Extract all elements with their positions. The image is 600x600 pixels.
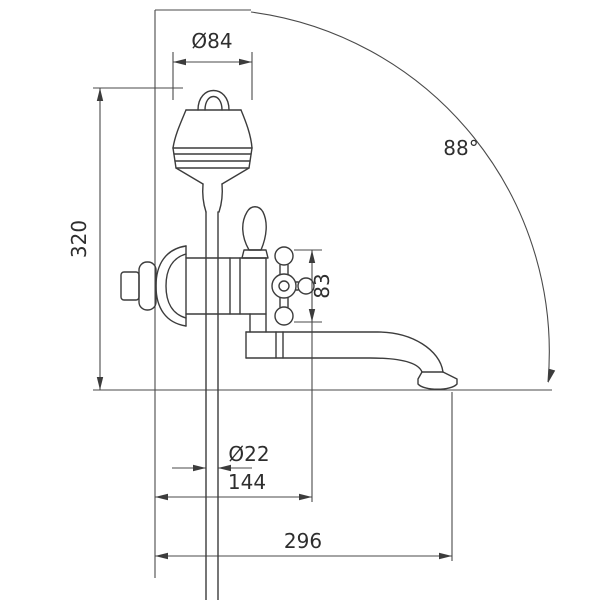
- shower-hook-inner: [204, 95, 223, 111]
- swivel-angle-label: 88°: [443, 136, 478, 160]
- spout-outlet-flare: [417, 371, 458, 390]
- handle-height-label: 83: [310, 273, 334, 298]
- head-diameter-label: Ø84: [191, 29, 232, 53]
- shower-cone-left: [175, 167, 204, 185]
- spout-bottom-edge: [245, 357, 423, 373]
- hose-diameter-label: Ø22: [228, 442, 269, 466]
- shower-grip-right: [218, 183, 223, 213]
- cross-handle-top-stem: [279, 264, 289, 275]
- cross-handle-hub: [271, 273, 297, 299]
- spout-top-edge: [245, 331, 444, 373]
- head-dia-arrow-left: [173, 58, 186, 66]
- wall-flange-inner: [165, 253, 187, 319]
- cross-handle-right-stem: [295, 281, 299, 291]
- depth-small-arrow-left: [155, 493, 168, 501]
- height-arrow-bottom: [96, 377, 104, 390]
- head-dia-arrow-right: [239, 58, 252, 66]
- cross-handle-bottom-ball: [274, 306, 294, 326]
- shower-hook-outer: [197, 89, 230, 111]
- handle-arrow-bottom: [308, 309, 316, 322]
- handle-arrow-top: [308, 250, 316, 263]
- wall-to-handle-label: 144: [228, 470, 266, 494]
- wall-nut: [120, 271, 140, 301]
- swivel-arc: [250, 11, 550, 383]
- depth-large-arrow-left: [155, 552, 168, 560]
- faucet-outline: [120, 89, 458, 600]
- shower-head-left: [172, 109, 187, 149]
- cross-handle-right-ball: [297, 277, 315, 295]
- shower-head-right: [240, 109, 253, 149]
- height-arrow-top: [96, 88, 104, 101]
- wall-disc: [138, 261, 157, 311]
- depth-large-arrow-right: [439, 552, 452, 560]
- shower-head-band: [172, 147, 253, 169]
- hose-dia-arrow-left: [193, 464, 206, 472]
- cross-handle-top-ball: [274, 246, 294, 266]
- swivel-arc-arrow: [548, 368, 556, 383]
- shower-grip-left: [202, 183, 207, 213]
- wall-to-spout-label: 296: [284, 529, 322, 553]
- depth-small-arrow-right: [299, 493, 312, 501]
- cross-handle-hub-center: [278, 280, 290, 292]
- shower-cone-right: [221, 167, 250, 185]
- lever-base: [241, 249, 269, 259]
- wall-flange-outer: [155, 245, 187, 327]
- dimension-labels: Ø84 88° 320 83 Ø22 144 296: [67, 29, 479, 553]
- overall-height-label: 320: [67, 220, 91, 258]
- cross-handle-bottom-stem: [279, 297, 289, 308]
- hose-dia-arrow-right: [218, 464, 231, 472]
- lever-handle: [242, 206, 267, 251]
